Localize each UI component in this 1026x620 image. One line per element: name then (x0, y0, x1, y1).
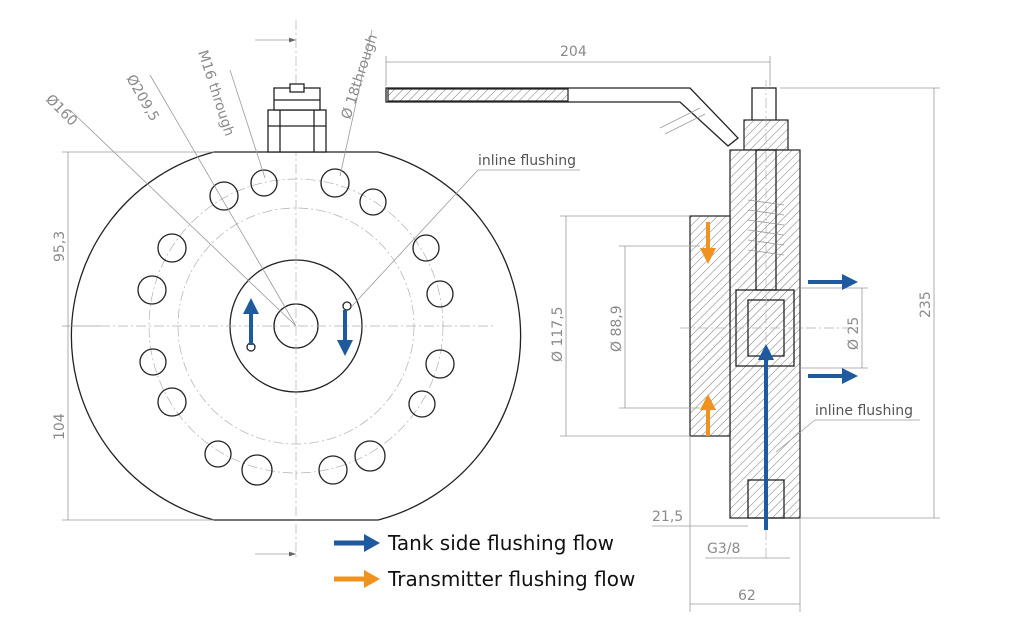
orange-arrow-down-icon (700, 222, 716, 264)
flush-hole-right (342, 301, 352, 311)
blue-arrow-right-top-icon (808, 274, 858, 290)
flow-arrows (243, 222, 858, 530)
blue-arrow-down-icon (337, 310, 353, 356)
dim-d18: Ø 18through (339, 32, 382, 121)
dim-m16: M16 through (194, 48, 237, 138)
dim-d209: Ø209,5 (123, 72, 162, 124)
dim-d160: Ø160 (42, 92, 80, 130)
callout-inline-flushing-side: inline flushing (815, 403, 913, 419)
dim-h95: 95,3 (52, 231, 68, 262)
dim-w62: 62 (738, 588, 756, 604)
legend-transmitter-arrow-icon (334, 570, 380, 588)
callout-inline-flushing-top: inline flushing (478, 153, 576, 169)
dim-h235: 235 (918, 291, 934, 318)
dim-w204: 204 (560, 44, 587, 60)
legend-transmitter-label: Transmitter flushing flow (387, 567, 635, 591)
blue-arrow-up-icon (243, 298, 259, 345)
dim-d25: Ø 25 (846, 317, 862, 350)
flange-outline (70, 151, 522, 521)
dim-d117: Ø 117,5 (550, 306, 566, 362)
legend-tank-arrow-icon (334, 534, 380, 552)
orange-arrow-up-icon (700, 394, 716, 436)
legend: Tank side flushing flow Transmitter flus… (334, 531, 635, 591)
dim-g38: G3/8 (707, 541, 740, 557)
side-view (351, 56, 940, 612)
bolt-holes (137, 168, 455, 486)
connector-top (267, 83, 327, 153)
blue-arrow-up-side-icon (758, 344, 774, 530)
dim-d88: Ø 88,9 (609, 305, 625, 352)
front-view (62, 20, 522, 560)
dim-h104: 104 (52, 413, 68, 440)
dim-w21: 21,5 (652, 509, 683, 525)
blue-arrow-right-bottom-icon (808, 368, 858, 384)
lever-handle (385, 87, 739, 147)
legend-tank-label: Tank side flushing flow (387, 531, 614, 555)
